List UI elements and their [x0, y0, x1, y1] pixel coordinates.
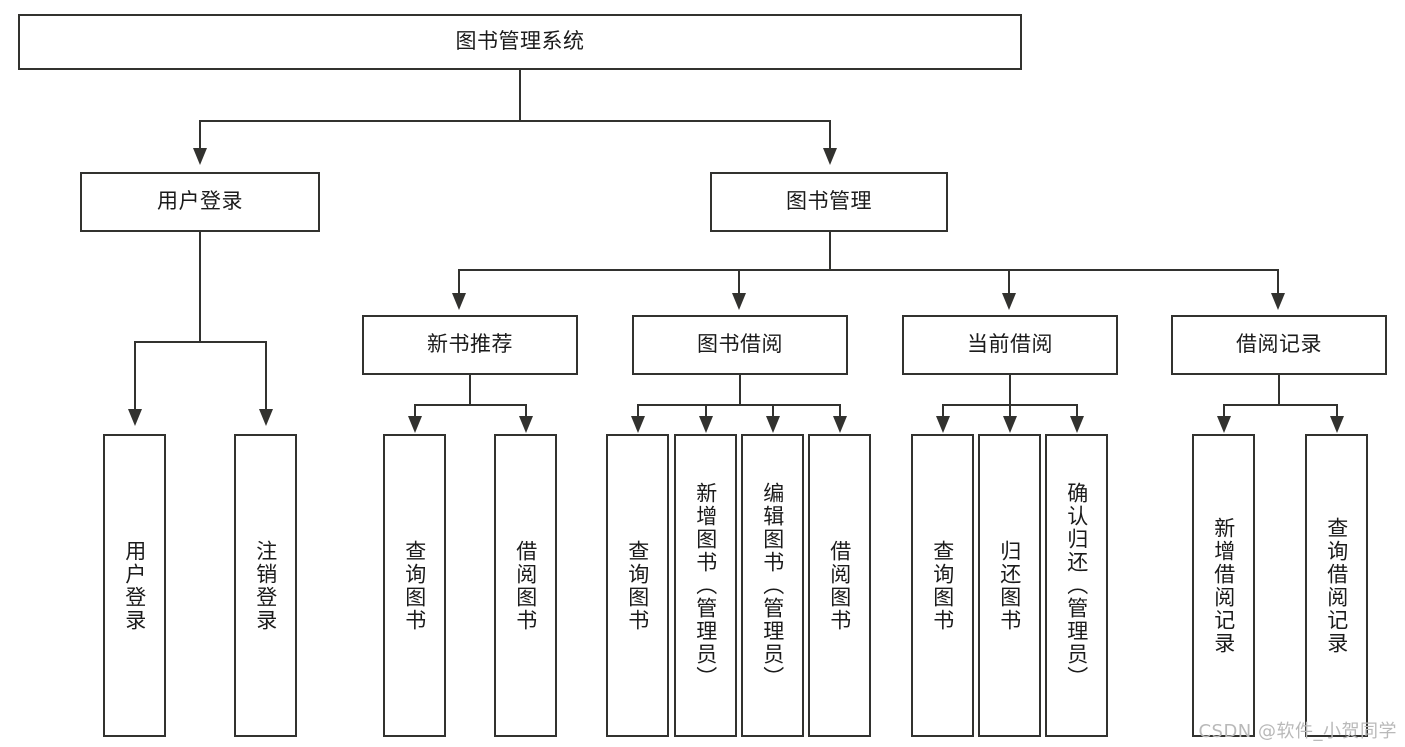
- connector-user-login-drop-1: [134, 341, 136, 411]
- leaf-user-logout[interactable]: 注销登录: [234, 434, 297, 737]
- arrowhead-to-current-borrow: [1002, 293, 1016, 310]
- leaf-label: 新增图书（管理员）: [693, 482, 718, 689]
- leaf-query-borrow-record[interactable]: 查询借阅记录: [1305, 434, 1368, 737]
- node-label: 图书管理: [786, 189, 872, 214]
- connector-cb-drop-3: [1076, 404, 1078, 418]
- node-new-book-recommend[interactable]: 新书推荐: [362, 315, 578, 375]
- connector-level3-drop-1: [458, 269, 460, 295]
- connector-book-borrow-stem: [739, 375, 741, 405]
- arrowhead-to-leaf-user-login: [128, 409, 142, 426]
- arrowhead-to-leaf-return-book: [1003, 416, 1017, 433]
- leaf-edit-book[interactable]: 编辑图书（管理员）: [741, 434, 804, 737]
- connector-book-management-stem: [829, 232, 831, 271]
- connector-cb-drop-1: [942, 404, 944, 418]
- arrowhead-to-leaf-add-book: [699, 416, 713, 433]
- leaf-confirm-return[interactable]: 确认归还（管理员）: [1045, 434, 1108, 737]
- arrowhead-to-leaf-query-book-1: [408, 416, 422, 433]
- leaf-borrow-book-recommend[interactable]: 借阅图书: [494, 434, 557, 737]
- connector-user-login-bus: [134, 341, 267, 343]
- node-current-borrow[interactable]: 当前借阅: [902, 315, 1118, 375]
- arrowhead-to-leaf-edit-book: [766, 416, 780, 433]
- connector-bb-drop-1: [637, 404, 639, 418]
- connector-level2-drop-right: [829, 120, 831, 150]
- arrowhead-to-new-book-recommend: [452, 293, 466, 310]
- leaf-label: 查询图书: [402, 539, 427, 632]
- connector-br-drop-1: [1223, 404, 1225, 418]
- connector-borrow-record-stem: [1278, 375, 1280, 405]
- arrowhead-to-leaf-add-borrow-record: [1217, 416, 1231, 433]
- connector-current-borrow-stem: [1009, 375, 1011, 405]
- node-label: 用户登录: [157, 189, 243, 214]
- connector-level3-bus: [458, 269, 1279, 271]
- connector-level3-drop-4: [1277, 269, 1279, 295]
- connector-nbr-drop-2: [525, 404, 527, 418]
- leaf-label: 查询借阅记录: [1324, 516, 1349, 655]
- leaf-query-book-current[interactable]: 查询图书: [911, 434, 974, 737]
- connector-bb-drop-4: [839, 404, 841, 418]
- leaf-return-book[interactable]: 归还图书: [978, 434, 1041, 737]
- arrowhead-to-leaf-confirm-return: [1070, 416, 1084, 433]
- connector-new-book-recommend-bus: [414, 404, 527, 406]
- leaf-add-book[interactable]: 新增图书（管理员）: [674, 434, 737, 737]
- leaf-query-book-recommend[interactable]: 查询图书: [383, 434, 446, 737]
- node-book-management-system[interactable]: 图书管理系统: [18, 14, 1022, 70]
- node-label: 新书推荐: [427, 332, 513, 357]
- connector-level2-drop-left: [199, 120, 201, 150]
- connector-bb-drop-3: [772, 404, 774, 418]
- arrowhead-to-leaf-query-borrow-record: [1330, 416, 1344, 433]
- leaf-borrow-book[interactable]: 借阅图书: [808, 434, 871, 737]
- leaf-add-borrow-record[interactable]: 新增借阅记录: [1192, 434, 1255, 737]
- node-label: 图书借阅: [697, 332, 783, 357]
- connector-level3-drop-3: [1008, 269, 1010, 295]
- node-user-login[interactable]: 用户登录: [80, 172, 320, 232]
- arrowhead-to-leaf-query-book-3: [936, 416, 950, 433]
- leaf-label: 借阅图书: [827, 539, 852, 632]
- arrowhead-to-user-login: [193, 148, 207, 165]
- connector-level3-drop-2: [738, 269, 740, 295]
- connector-nbr-drop-1: [414, 404, 416, 418]
- node-label: 图书管理系统: [455, 29, 585, 54]
- connector-bb-drop-2: [705, 404, 707, 418]
- node-book-management[interactable]: 图书管理: [710, 172, 948, 232]
- leaf-query-book-borrow[interactable]: 查询图书: [606, 434, 669, 737]
- node-borrow-record[interactable]: 借阅记录: [1171, 315, 1387, 375]
- node-label: 借阅记录: [1236, 332, 1322, 357]
- leaf-label: 借阅图书: [513, 539, 538, 632]
- leaf-label: 注销登录: [253, 539, 278, 632]
- connector-book-borrow-bus: [637, 404, 840, 406]
- leaf-label: 查询图书: [625, 539, 650, 632]
- connector-root-stem: [519, 70, 521, 121]
- connector-borrow-record-bus: [1223, 404, 1338, 406]
- leaf-label: 用户登录: [122, 539, 147, 632]
- connector-br-drop-2: [1336, 404, 1338, 418]
- leaf-user-login[interactable]: 用户登录: [103, 434, 166, 737]
- node-book-borrow[interactable]: 图书借阅: [632, 315, 848, 375]
- leaf-label: 确认归还（管理员）: [1064, 482, 1089, 689]
- leaf-label: 归还图书: [997, 539, 1022, 632]
- connector-level2-bus: [199, 120, 831, 122]
- leaf-label: 查询图书: [930, 539, 955, 632]
- arrowhead-to-leaf-borrow-book-1: [519, 416, 533, 433]
- leaf-label: 新增借阅记录: [1211, 516, 1236, 655]
- arrowhead-to-leaf-user-logout: [259, 409, 273, 426]
- arrowhead-to-leaf-query-book-2: [631, 416, 645, 433]
- arrowhead-to-book-management: [823, 148, 837, 165]
- connector-new-book-recommend-stem: [469, 375, 471, 405]
- leaf-label: 编辑图书（管理员）: [760, 482, 785, 689]
- arrowhead-to-book-borrow: [732, 293, 746, 310]
- connector-user-login-drop-2: [265, 341, 267, 411]
- arrowhead-to-borrow-record: [1271, 293, 1285, 310]
- connector-cb-drop-2: [1009, 404, 1011, 418]
- connector-user-login-stem: [199, 232, 201, 342]
- arrowhead-to-leaf-borrow-book-2: [833, 416, 847, 433]
- node-label: 当前借阅: [967, 332, 1053, 357]
